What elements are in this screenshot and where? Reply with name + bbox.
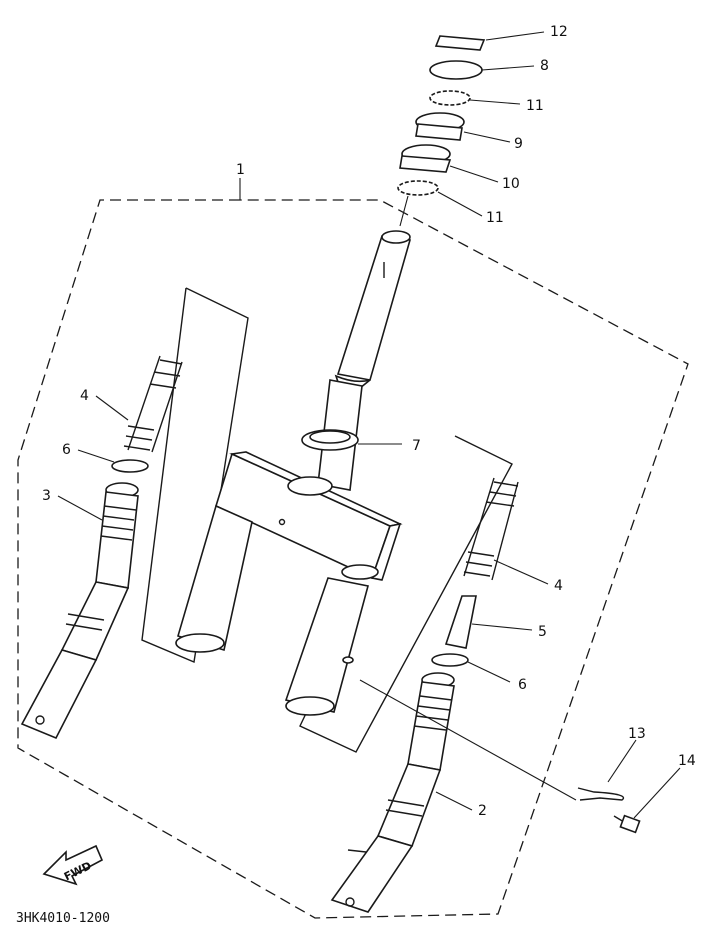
callout-2: 2 <box>478 803 487 819</box>
callout-7: 7 <box>412 438 421 454</box>
forward-arrow: FWD <box>42 844 104 886</box>
right-spring <box>463 477 519 581</box>
lock-nut-12 <box>434 35 486 51</box>
ball-ring-11-upper <box>429 90 471 106</box>
lower-race-10 <box>399 144 452 173</box>
left-spring <box>123 355 183 453</box>
upper-race-9 <box>415 112 465 141</box>
bolt-14 <box>613 814 641 834</box>
callout-6-right: 6 <box>518 677 527 693</box>
callout-13: 13 <box>628 726 646 742</box>
callout-12: 12 <box>550 24 568 40</box>
race-cover-8 <box>429 60 483 80</box>
callout-9: 9 <box>514 136 523 152</box>
callout-4-right: 4 <box>554 578 563 594</box>
assembly-boundary <box>17 199 689 919</box>
callout-10: 10 <box>502 176 520 192</box>
callout-11-lower: 11 <box>486 210 504 226</box>
callout-14: 14 <box>678 753 696 769</box>
ball-ring-11-lower <box>397 180 439 196</box>
left-spring-frame <box>141 287 249 663</box>
damper-cone <box>444 595 477 649</box>
right-oring <box>431 653 469 667</box>
stem-axis-leader <box>399 195 409 227</box>
callout-leaders <box>57 31 681 819</box>
callout-3: 3 <box>42 488 51 504</box>
steering-stem <box>334 230 412 389</box>
right-fork-tube <box>284 577 369 716</box>
left-fork-tube <box>175 504 253 653</box>
callout-11-upper: 11 <box>526 98 544 114</box>
callout-5: 5 <box>538 624 547 640</box>
left-outer-tube <box>20 482 139 740</box>
hose-clip-13 <box>577 787 625 801</box>
right-outer-tube <box>330 672 455 913</box>
callout-4-left: 4 <box>80 388 89 404</box>
left-oring <box>111 459 149 473</box>
callout-6-left: 6 <box>62 442 71 458</box>
stem-lower <box>301 379 363 491</box>
callout-1: 1 <box>236 162 245 178</box>
fork-crown <box>215 451 403 581</box>
diagram-code: 3HK4010-1200 <box>16 911 110 926</box>
callout-8: 8 <box>540 58 549 74</box>
